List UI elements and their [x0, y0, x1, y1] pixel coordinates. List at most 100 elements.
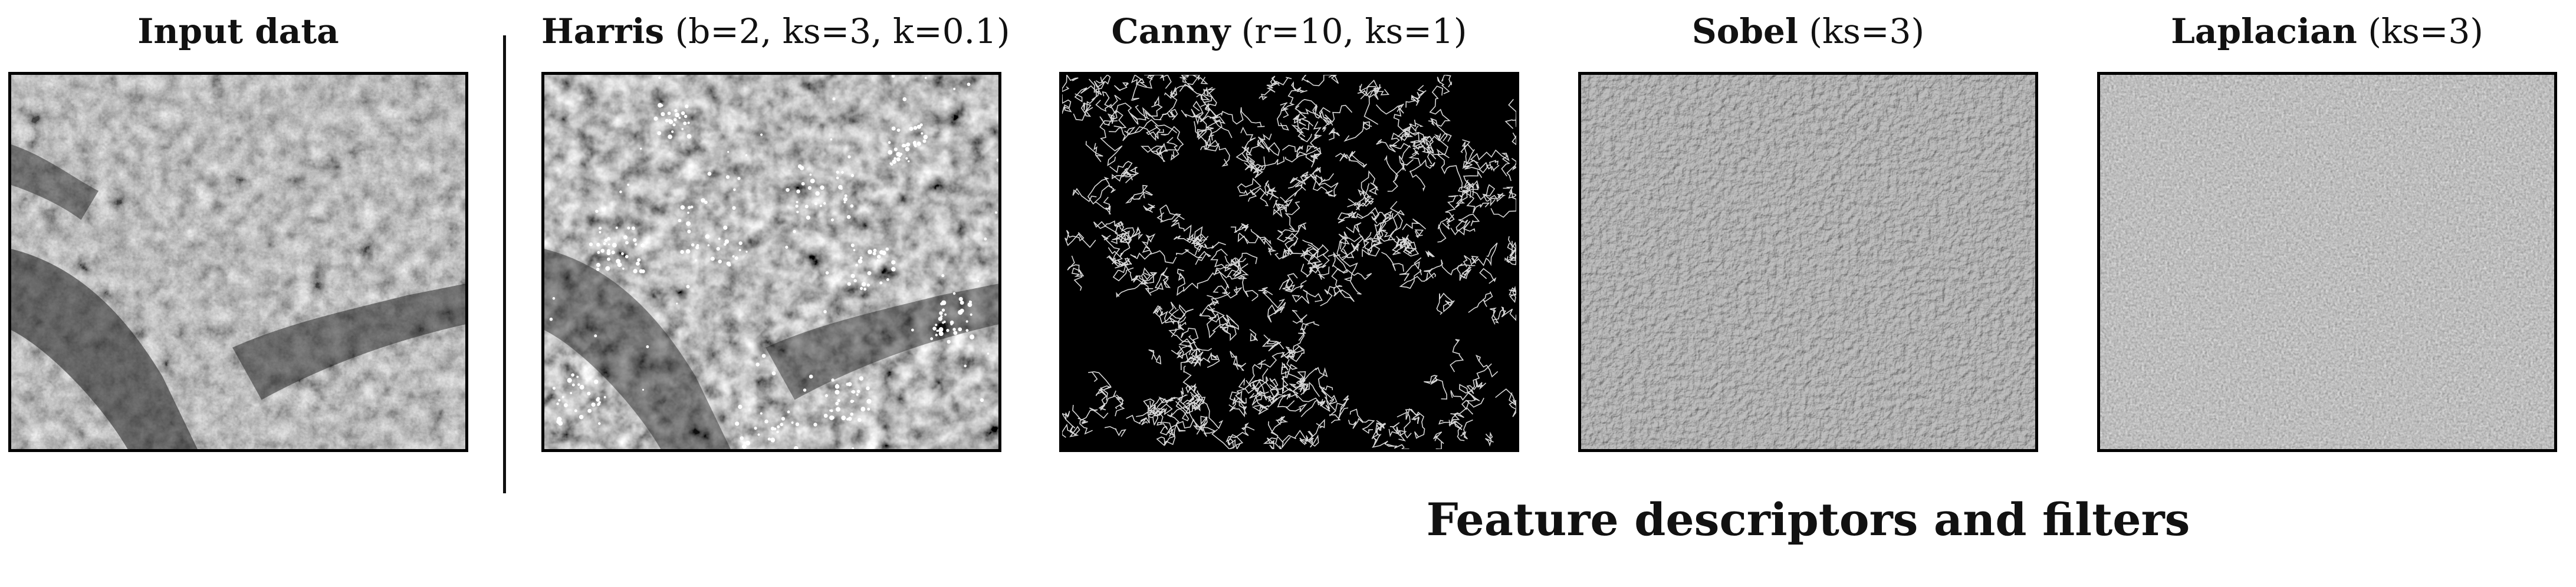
harris-corner-point: [761, 354, 766, 358]
harris-corner-point: [704, 200, 708, 205]
canny-edge-line: [1195, 394, 1224, 430]
harris-corner-point: [687, 211, 690, 214]
harris-corner-point: [755, 362, 760, 367]
canny-edge-line: [1099, 110, 1118, 126]
harris-corner-point: [905, 157, 908, 160]
canny-edge-line: [1405, 94, 1420, 108]
canny-edge-line: [1320, 387, 1330, 412]
harris-corner-point: [627, 226, 630, 230]
canny-edge-line: [1363, 232, 1381, 257]
canny-edge-line: [1430, 117, 1448, 141]
harris-corner-point: [556, 402, 559, 405]
harris-corner-point: [856, 390, 860, 393]
harris-corner-point: [658, 76, 661, 79]
canny-edge-line: [1173, 226, 1208, 243]
harris-corner-point: [863, 288, 867, 291]
canny-edge-line: [1312, 173, 1337, 197]
harris-corner-point: [742, 444, 747, 449]
harris-corner-point: [819, 205, 822, 207]
canny-edge-line: [1471, 242, 1498, 266]
harris-corner-point: [888, 141, 891, 144]
harris-corner-point: [637, 258, 641, 262]
canny-edge-line: [1284, 273, 1307, 293]
canny-edge-line: [1079, 407, 1109, 435]
harris-corner-point: [994, 211, 998, 214]
harris-corner-point: [612, 243, 617, 248]
harris-corner-point: [563, 403, 568, 408]
canny-edge-line: [1434, 134, 1463, 190]
harris-corner-point: [881, 250, 886, 256]
canny-edge-line: [1098, 389, 1116, 411]
canny-edge-line: [1331, 251, 1355, 302]
canny-edge-line: [1192, 233, 1202, 251]
harris-corner-point: [598, 422, 601, 425]
canny-edge-line: [1468, 291, 1493, 313]
panel-title-sobel: Sobel (ks=3): [1578, 11, 2038, 52]
canny-edge-line: [1328, 397, 1341, 424]
harris-corner-point: [552, 387, 556, 390]
canny-edge-line: [1073, 102, 1093, 121]
harris-corner-point: [958, 296, 963, 301]
harris-corner-point: [809, 173, 812, 176]
harris-corner-point: [843, 197, 848, 202]
harris-corner-point: [716, 247, 720, 251]
canny-edge-line: [1112, 167, 1133, 182]
harris-corner-point: [830, 138, 833, 141]
canny-edge-line: [1237, 275, 1259, 302]
canny-edge-line: [1277, 102, 1289, 131]
harris-corner-point: [667, 111, 671, 116]
canny-edge-line: [1210, 248, 1258, 269]
canny-edge-line: [1373, 214, 1403, 239]
canny-edge-line: [1240, 126, 1265, 154]
harris-corner-point: [571, 383, 575, 387]
canny-edge-lines: [1062, 75, 1516, 449]
canny-edge-line: [1194, 121, 1220, 151]
canny-edge-line: [1358, 170, 1379, 197]
canny-edge-line: [1424, 375, 1448, 400]
canny-edge-line: [1182, 269, 1230, 295]
canny-edge-line: [1062, 94, 1072, 114]
canny-edge-line: [1115, 394, 1124, 405]
canny-edge-line: [1213, 285, 1243, 299]
canny-edge-line: [1167, 412, 1179, 436]
canny-edge-line: [1470, 149, 1510, 177]
canny-edge-line: [1312, 104, 1325, 119]
canny-edge-line: [1450, 339, 1464, 372]
harris-corner-point: [619, 190, 622, 193]
canny-edge-line: [1337, 210, 1363, 223]
canny-edge-line: [1396, 236, 1408, 246]
canny-edge-line: [1124, 119, 1178, 136]
canny-edge-line: [1282, 345, 1304, 360]
canny-edge-line: [1275, 436, 1291, 449]
canny-edge-line: [1325, 104, 1353, 123]
canny-edge-line: [1372, 423, 1395, 448]
harris-corner-point: [681, 128, 684, 130]
harris-corner-point: [930, 337, 934, 341]
canny-edge-line: [1261, 334, 1284, 352]
canny-edge-line: [1180, 387, 1205, 411]
canny-edge-line: [1203, 118, 1233, 150]
harris-corner-point: [860, 407, 866, 412]
harris-corner-point: [935, 324, 938, 327]
harris-corner-point: [903, 144, 907, 147]
canny-edge-line: [1260, 156, 1285, 167]
harris-corner-point: [909, 127, 914, 131]
harris-corner-point: [987, 352, 990, 355]
canny-edge-line: [1159, 204, 1185, 220]
harris-corner-point: [876, 255, 881, 259]
harris-corner-point: [561, 395, 564, 398]
harris-corner-point: [847, 417, 852, 421]
harris-corner-point: [665, 118, 669, 123]
harris-corner-point: [807, 186, 812, 190]
harris-corner-point: [734, 256, 738, 260]
canny-edge-line: [1433, 431, 1444, 449]
harris-corner-point: [615, 226, 618, 229]
canny-edge-line: [1436, 292, 1455, 315]
canny-edge-line: [1085, 141, 1103, 163]
panel-title-params: (r=10, ks=1): [1230, 11, 1467, 51]
canny-edge-line: [1284, 201, 1300, 231]
canny-edge-line: [1302, 239, 1323, 269]
canny-edge-line: [1301, 75, 1339, 87]
harris-corner-points: [549, 75, 998, 449]
canny-edge-line: [1249, 380, 1273, 405]
